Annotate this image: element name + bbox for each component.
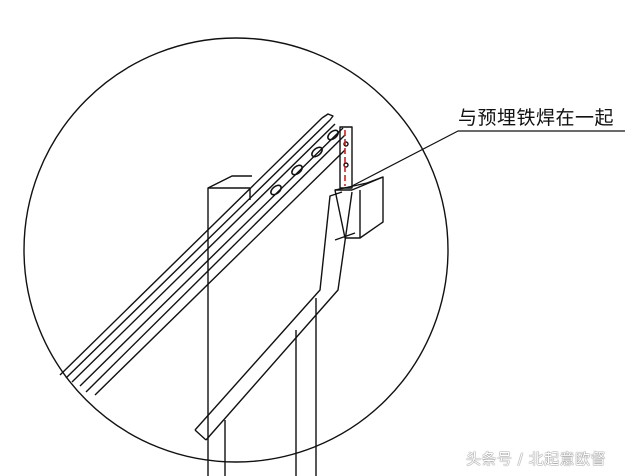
detail-circle [23,37,449,463]
watermark: 头条号 / 北起意欧督 [466,450,607,468]
callout-label: 与预埋铁焊在一起 [458,107,615,129]
embedded-plate [339,126,353,189]
guide-rail [59,113,346,396]
right-box [334,176,384,241]
post [224,298,317,476]
leader-line [351,130,625,187]
bolt-holes [270,129,339,196]
